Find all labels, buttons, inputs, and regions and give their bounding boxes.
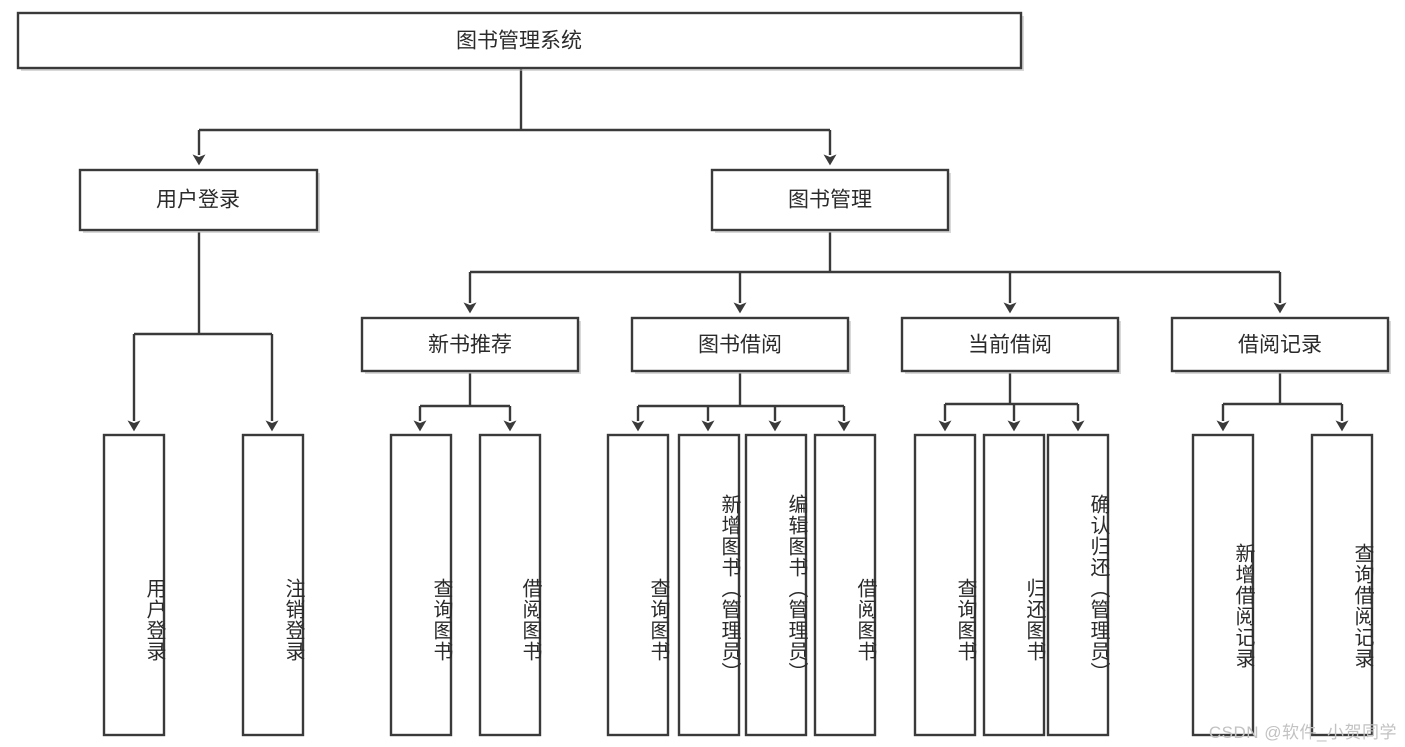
leaf-box-book-borrow-4[interactable] <box>813 433 877 737</box>
node-book-borrow-label: 图书借阅 <box>698 334 782 357</box>
connector-group-new-book <box>413 373 517 432</box>
node-book-manage-label: 图书管理 <box>788 189 872 212</box>
leaf-boxes-new-book-recommend <box>389 433 542 737</box>
leaf-box-user-login-1[interactable] <box>102 433 166 737</box>
leaf-box-book-borrow-1[interactable] <box>606 433 670 737</box>
leaf-boxes-current-borrow <box>913 433 1110 737</box>
leaf-boxes-borrow-record <box>1191 433 1374 737</box>
connector-group-borrow-record <box>1216 373 1349 432</box>
leaf-box-borrow-record-1[interactable] <box>1191 433 1255 737</box>
node-new-book-recommend-label: 新书推荐 <box>428 334 512 357</box>
watermark-text: CSDN @软件_小贺同学 <box>1208 723 1397 742</box>
leaf-box-current-borrow-3[interactable] <box>1046 433 1110 737</box>
connector-group-current-borrow <box>938 373 1085 432</box>
leaf-box-new-book-1[interactable] <box>389 433 453 737</box>
node-current-borrow-label: 当前借阅 <box>968 334 1052 357</box>
node-user-login[interactable]: 用户登录 <box>78 168 320 233</box>
node-borrow-record-label: 借阅记录 <box>1238 334 1322 357</box>
node-root-label: 图书管理系统 <box>456 30 582 53</box>
leaf-box-book-borrow-2[interactable] <box>677 433 741 737</box>
leaf-box-user-login-2[interactable] <box>241 433 305 737</box>
node-user-login-label: 用户登录 <box>156 189 240 212</box>
leaf-boxes-book-borrow <box>606 433 877 737</box>
leaf-box-book-borrow-3[interactable] <box>744 433 808 737</box>
node-root[interactable]: 图书管理系统 <box>16 11 1024 71</box>
leaf-box-new-book-2[interactable] <box>478 433 542 737</box>
connector-group-book-manage <box>463 232 1287 314</box>
leaf-boxes-user-login <box>102 433 305 737</box>
leaf-box-current-borrow-2[interactable] <box>982 433 1046 737</box>
node-current-borrow[interactable]: 当前借阅 <box>900 316 1121 374</box>
connector-group-book-borrow <box>631 373 851 432</box>
connector-group-root <box>192 68 837 166</box>
node-book-borrow[interactable]: 图书借阅 <box>630 316 851 374</box>
leaf-box-borrow-record-2[interactable] <box>1310 433 1374 737</box>
node-new-book-recommend[interactable]: 新书推荐 <box>360 316 581 374</box>
connector-group-user-login <box>127 232 279 432</box>
node-book-manage[interactable]: 图书管理 <box>710 168 951 233</box>
leaf-box-current-borrow-1[interactable] <box>913 433 977 737</box>
node-borrow-record[interactable]: 借阅记录 <box>1170 316 1391 374</box>
